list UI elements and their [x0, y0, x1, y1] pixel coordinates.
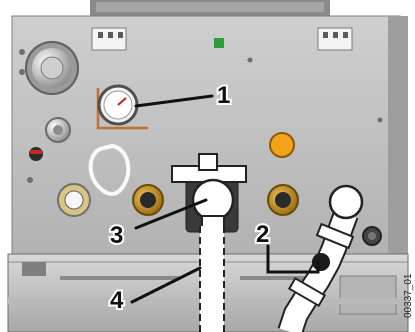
status-indicator	[270, 133, 294, 157]
side-wall	[388, 16, 408, 256]
fitting-black-right	[363, 227, 381, 245]
callout-4: 4	[110, 287, 124, 314]
drain-hose	[200, 226, 224, 332]
fitting-left-silver	[58, 184, 90, 216]
fitting-brass-left	[133, 185, 163, 215]
terminal-block-left	[92, 28, 126, 50]
expansion-cap	[26, 42, 78, 94]
callout-1: 1	[217, 82, 230, 109]
terminal-block-right	[318, 28, 352, 50]
fitting-brass-right	[268, 185, 298, 215]
plug-fitting	[46, 118, 70, 142]
callout-2: 2	[256, 221, 269, 248]
reference-code: 00337_01	[403, 273, 414, 318]
callout-3: 3	[110, 222, 123, 249]
safety-valve	[29, 147, 43, 161]
